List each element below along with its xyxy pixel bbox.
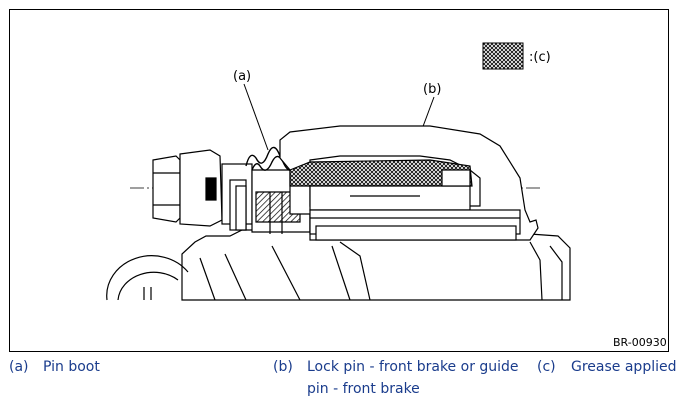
legend-key-a: (a) — [9, 359, 29, 375]
leader-a — [243, 83, 269, 151]
legend: (a) Pin boot (b) Lock pin - front brake … — [0, 356, 679, 409]
grease-legend-label: :(c) — [529, 50, 551, 65]
legend-text-c: Grease applied — [571, 359, 677, 375]
brake-caliper-drawing: :(c) (a) (b) — [106, 42, 667, 349]
pin-sleeve — [221, 163, 311, 234]
callout-b: (b) — [423, 82, 441, 97]
legend-text-a: Pin boot — [43, 359, 100, 375]
legend-key-b: (b) — [273, 359, 293, 375]
bolt-head — [152, 149, 223, 227]
figure-code: BR-00930 — [613, 336, 667, 349]
lock-pin — [289, 159, 473, 211]
rail — [309, 209, 521, 241]
grease-swatch — [482, 42, 524, 70]
legend-text-b: Lock pin - front brake or guide pin - fr… — [307, 359, 519, 397]
legend-key-c: (c) — [537, 359, 556, 375]
brake-diagram-figure: :(c) (a) (b) — [9, 9, 669, 352]
lower-boss — [106, 255, 189, 301]
callout-a: (a) — [233, 69, 251, 84]
caliper-body — [181, 229, 571, 301]
